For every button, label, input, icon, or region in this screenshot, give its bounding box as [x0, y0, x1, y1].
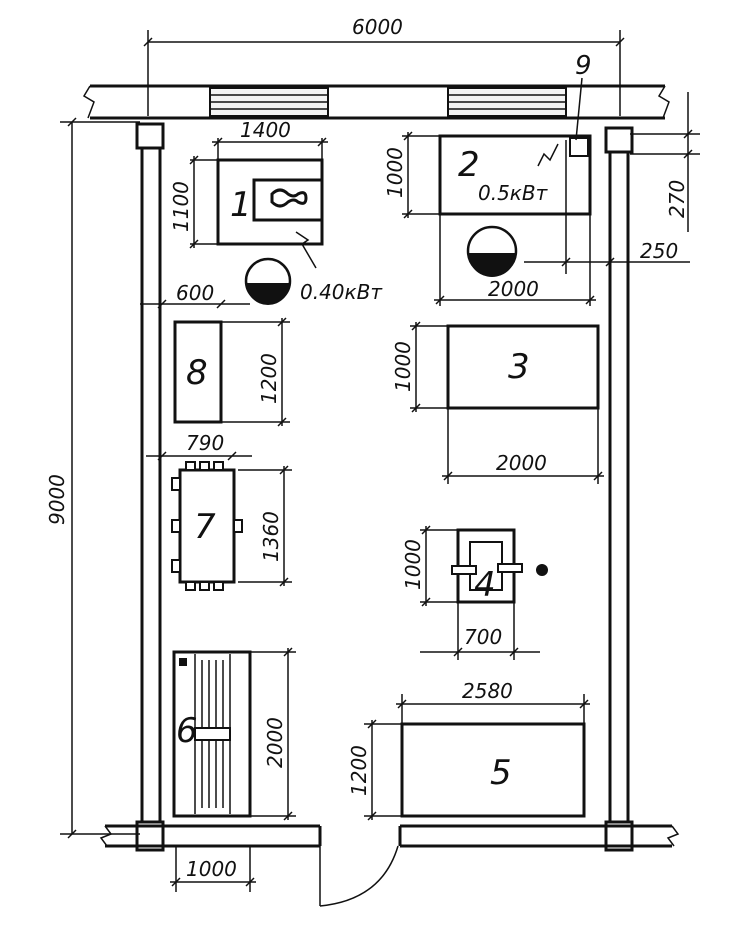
equipment-4-handle-left: [451, 565, 477, 575]
equipment-6-number: 6: [176, 711, 198, 751]
dimension-1400: [212, 137, 328, 160]
equipment-3: [446, 324, 600, 410]
power-label-2: 0.5кВт: [478, 181, 549, 205]
dimension-1200-right: [364, 719, 402, 821]
equipment-9: [569, 137, 589, 157]
power-lead-1: [295, 231, 317, 269]
dimension-1400-label: 1400: [240, 118, 291, 142]
right-wall: [608, 152, 630, 822]
dimension-2000-top: [434, 214, 596, 306]
dimension-2000-6-label: 2000: [263, 717, 287, 768]
dimension-1000-top-label: 1000: [383, 147, 407, 198]
column-top-right: [604, 126, 634, 154]
equipment-1-number: 1: [230, 185, 252, 225]
dimension-1000-4-label: 1000: [401, 539, 425, 590]
equipment-6-slats: [179, 654, 231, 814]
window-right: [447, 87, 567, 117]
dimension-2000-mid-label: 2000: [496, 451, 547, 475]
overall-width-label: 6000: [352, 15, 403, 39]
equipment-4-number: 4: [474, 565, 496, 605]
equipment-4-point: [536, 564, 548, 576]
dimension-1000-mid: [410, 321, 448, 413]
equipment-5: [400, 722, 586, 818]
dimension-1000-top: [402, 131, 440, 219]
dimension-250-label: 250: [640, 239, 678, 263]
dimension-1200-left-label: 1200: [257, 353, 281, 404]
dimension-2000-6: [250, 647, 296, 821]
overall-height-label: 9000: [45, 474, 69, 525]
dimension-1000-4: [420, 525, 458, 607]
window-left: [209, 87, 329, 117]
dimension-2000-mid: [442, 408, 604, 484]
dimension-250: [524, 140, 690, 274]
dimension-1360: [238, 465, 292, 587]
power-label-1: 0.40кВт: [300, 280, 383, 304]
door: [319, 845, 399, 907]
dimension-overall-height: [60, 117, 140, 839]
dimension-1200-left: [221, 317, 290, 427]
dimension-2580: [396, 694, 590, 724]
equipment-8: [173, 320, 223, 424]
dimension-1100-label: 1100: [169, 181, 193, 232]
chairs: [171, 461, 243, 591]
hood-icon: [244, 257, 292, 305]
equipment-6: [172, 650, 252, 818]
equipment-9-leader: [575, 77, 583, 141]
column-top-left: [135, 122, 165, 150]
dimension-270: [630, 92, 700, 232]
equipment-7-number: 7: [194, 507, 216, 547]
equipment-2: [438, 134, 592, 216]
equipment-3-number: 3: [508, 347, 530, 387]
hood-icon-2: [466, 225, 518, 277]
dimension-2000-top-label: 2000: [488, 277, 539, 301]
dimension-1000-door: [170, 846, 256, 892]
dimension-2580-label: 2580: [462, 679, 513, 703]
dimension-270-label: 270: [665, 180, 689, 218]
dimension-overall-width: [143, 30, 625, 116]
left-wall: [140, 148, 162, 822]
sink-basin: [252, 178, 324, 222]
dimension-790: [146, 451, 252, 461]
dimension-600-label: 600: [176, 281, 214, 305]
dimension-1360-label: 1360: [259, 511, 283, 562]
equipment-2-number: 2: [458, 145, 480, 185]
dimension-1000-door-label: 1000: [186, 857, 237, 881]
sink-drain-icon: [270, 188, 308, 208]
dimension-700: [420, 602, 540, 660]
power-lead-2: [537, 143, 559, 167]
equipment-5-number: 5: [490, 753, 512, 793]
dimension-790-label: 790: [186, 431, 224, 455]
dimension-1100: [189, 155, 218, 249]
dimension-1200-right-label: 1200: [347, 745, 371, 796]
equipment-9-number: 9: [575, 51, 592, 81]
dimension-700-label: 700: [464, 625, 502, 649]
dimension-1000-mid-label: 1000: [391, 341, 415, 392]
top-wall: [82, 84, 670, 120]
equipment-8-number: 8: [186, 353, 208, 393]
equipment-4-handle-right: [497, 563, 523, 573]
bottom-wall: [99, 824, 680, 848]
dimension-600: [140, 299, 250, 309]
